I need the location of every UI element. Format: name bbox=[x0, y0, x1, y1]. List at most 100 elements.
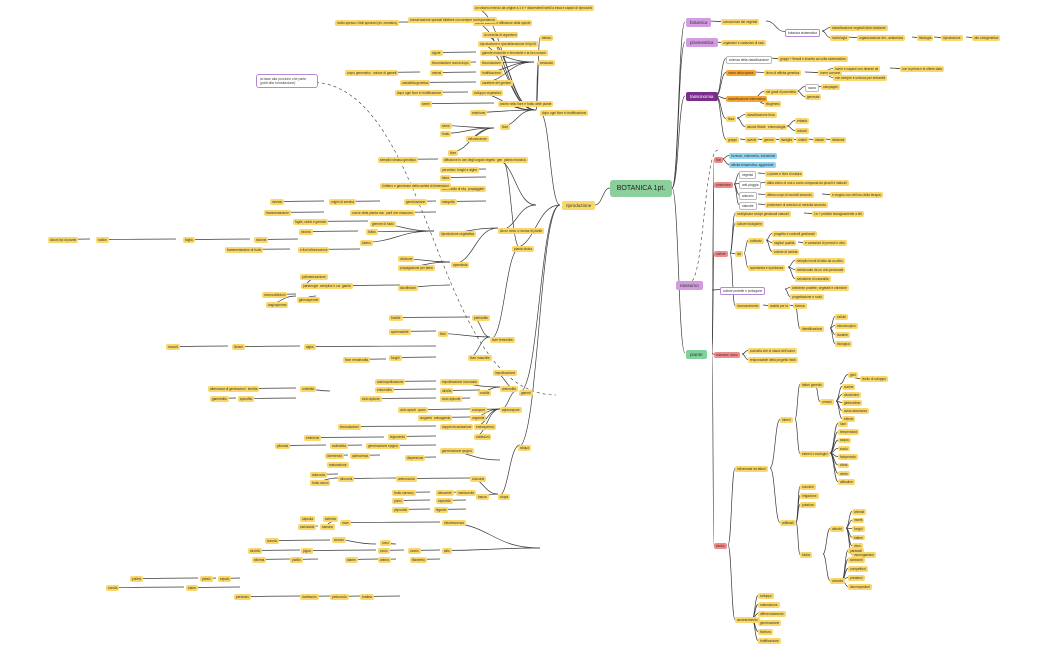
abiotico-2[interactable]: competitori bbox=[848, 566, 868, 572]
fg-a[interactable]: geni bbox=[848, 372, 859, 378]
cell-153[interactable]: petalo bbox=[200, 576, 213, 582]
cell-84[interactable]: impollinazione incrociata bbox=[440, 379, 479, 385]
esterno-5[interactable]: clima bbox=[838, 462, 850, 469]
cell-35[interactable]: da rimedio di sfuggita bbox=[440, 186, 475, 192]
cell-83[interactable]: autoimpollinazione bbox=[375, 379, 406, 385]
cell-68[interactable]: angiosperme bbox=[266, 302, 289, 308]
naturale-b-node[interactable]: naturale bbox=[739, 202, 757, 210]
cell-94[interactable]: ciclo aplonte bbox=[360, 396, 382, 402]
spontaneo-node[interactable]: spontanea e spontanea bbox=[748, 265, 786, 271]
biotico-5[interactable]: microrganismi bbox=[852, 552, 876, 558]
artificiale-1[interactable]: irrigazione bbox=[800, 493, 819, 499]
cell-126[interactable]: bacca bbox=[476, 494, 489, 500]
spont-b[interactable]: selezionate da un orto personale bbox=[795, 267, 846, 273]
cell-157[interactable]: perianzio bbox=[234, 594, 251, 600]
cell-116[interactable]: maturazione bbox=[327, 462, 349, 468]
rel-a[interactable]: curiosita che si nasce dell'uomo bbox=[748, 348, 797, 354]
cell-43[interactable]: innesto bbox=[270, 199, 285, 205]
cell-66[interactable]: monocotiledoni bbox=[262, 292, 288, 298]
cell-57[interactable]: e fiori infiorescenze bbox=[298, 247, 330, 253]
cell-72[interactable]: felci bbox=[438, 331, 448, 337]
esterno-6[interactable]: vento bbox=[838, 470, 850, 477]
cell-34[interactable]: talea bbox=[440, 175, 451, 181]
esterno-2[interactable]: acqua bbox=[838, 437, 851, 444]
gradi-parentela[interactable]: nei gradi di parentela bbox=[764, 89, 798, 95]
protezione-node[interactable]: protezione bbox=[714, 182, 733, 188]
anticiclo-c[interactable]: protezione di anticiclo di medulla secon… bbox=[765, 202, 829, 208]
scienza-classificazione[interactable]: scienza della classificazione bbox=[726, 56, 772, 64]
cell-9[interactable]: gamete maschile e femminile e la loro un… bbox=[480, 50, 548, 56]
cell-53[interactable]: foglia bbox=[183, 237, 195, 243]
cell-30[interactable]: semplici strasso genotipo bbox=[378, 157, 418, 163]
cell-61[interactable]: polimerizzazione bbox=[300, 274, 328, 280]
cell-107[interactable]: embrione bbox=[304, 435, 322, 441]
cell-65[interactable]: dicotiledoni bbox=[398, 285, 418, 291]
cell-137[interactable]: noce bbox=[340, 520, 351, 526]
colture-b[interactable]: 1a + primitivi biologicamente a tini bbox=[812, 211, 864, 217]
cell-10[interactable]: fecondazione bbox=[480, 60, 503, 66]
ricerca-node[interactable]: ricerca bbox=[793, 303, 807, 309]
cell-155[interactable]: corolla bbox=[106, 585, 120, 591]
cell-6[interactable]: stesso bbox=[540, 35, 554, 41]
cell-91[interactable]: alternanza di generazioni bbox=[208, 386, 248, 392]
cell-31[interactable]: diffusione in vari degli organi vegetati… bbox=[442, 157, 501, 163]
classificazione-sistematica[interactable]: classificazione sistematica bbox=[726, 96, 768, 102]
cell-23[interactable]: anche nello fiore e frutto delle piante bbox=[498, 101, 554, 107]
cell-140[interactable]: siconio bbox=[332, 537, 346, 543]
cell-38[interactable]: margotta bbox=[440, 199, 457, 205]
cell-74[interactable]: licheni bbox=[232, 344, 246, 350]
cell-119[interactable]: zoocoria bbox=[470, 476, 487, 482]
classificazione-flora[interactable]: classificazione flora bbox=[745, 112, 777, 118]
organizzazione-node[interactable]: organizzazione del...anatomica bbox=[857, 35, 905, 41]
cell-49[interactable]: rizoma bbox=[299, 229, 313, 235]
cell-5[interactable]: la crescita di organismi bbox=[482, 32, 519, 38]
cell-93[interactable]: gametofito bbox=[210, 396, 229, 402]
cell-69[interactable]: briofite bbox=[389, 315, 403, 321]
ormone-4[interactable]: etilene bbox=[842, 416, 856, 422]
cell-125[interactable]: indeiscente bbox=[456, 490, 477, 496]
cell-101[interactable]: isogamia bbox=[418, 415, 435, 421]
alcune-flora[interactable]: alcune filoide bbox=[745, 124, 768, 130]
cell-33[interactable]: percettori, funghi e alghe bbox=[440, 167, 480, 173]
cell-130[interactable]: peponide bbox=[392, 507, 410, 513]
abiotico-0[interactable]: parassiti bbox=[848, 548, 864, 554]
cell-21[interactable]: dopo ogni fiore in fruttificazione bbox=[540, 110, 589, 116]
ormone-3[interactable]: acido abscissico bbox=[842, 408, 870, 414]
cell-56[interactable]: frammentazione di frutto bbox=[225, 247, 264, 253]
cell-17[interactable]: variabilita genetica bbox=[400, 80, 431, 86]
cell-129[interactable]: esperidio bbox=[436, 498, 453, 504]
cell-150[interactable]: antera bbox=[378, 557, 392, 563]
ulm-node[interactable]: ulm ontogenetica bbox=[972, 35, 1001, 41]
ident-a[interactable]: cellule bbox=[835, 314, 849, 320]
cell-82[interactable]: impollinazione bbox=[493, 370, 518, 376]
cell-42[interactable]: parti che rinascono bbox=[384, 210, 415, 216]
cell-60[interactable]: apomissia bbox=[451, 262, 470, 268]
cell-81[interactable]: pianta dioica bbox=[512, 246, 534, 252]
cell-7[interactable]: riproduzione e specializzazione di tipi … bbox=[478, 41, 538, 47]
cell-62[interactable]: partenogenesi bbox=[301, 283, 326, 289]
colture-protette[interactable]: colture protette e protagone bbox=[720, 287, 766, 295]
abiotico-4[interactable]: decompositori bbox=[848, 584, 872, 590]
branch-botanica[interactable]: botanica bbox=[686, 18, 712, 27]
cell-90[interactable]: chirotterofila bbox=[238, 386, 260, 392]
colture-a[interactable]: moltiplicare ciclopi gestionali naturali bbox=[735, 211, 791, 217]
cell-143[interactable]: pigna bbox=[301, 548, 313, 554]
cell-28[interactable]: infiorescenze bbox=[466, 136, 489, 142]
cell-24[interactable]: embrione bbox=[470, 110, 488, 116]
cell-26[interactable]: seme bbox=[440, 123, 452, 129]
biotico-0[interactable]: animali bbox=[852, 509, 867, 515]
taxon-genere[interactable]: genere bbox=[762, 137, 776, 143]
erbaria-node[interactable]: erbaria bbox=[795, 118, 809, 124]
cell-39[interactable]: propaggine bbox=[466, 186, 486, 192]
influenzate-node[interactable]: influenzate da fattori bbox=[735, 466, 768, 472]
riproduzione-small[interactable]: riproduzione bbox=[941, 35, 963, 41]
cell-51[interactable]: tubero bbox=[360, 240, 374, 246]
nome-comune[interactable]: nome comune bbox=[818, 70, 843, 76]
cell-11[interactable]: zigote bbox=[430, 50, 443, 56]
cell-120[interactable]: idrocoria bbox=[338, 476, 355, 482]
cell-3[interactable]: molto spesso i titoli speciani (es. mont… bbox=[335, 20, 400, 26]
filogenesi-node[interactable]: filogenesi bbox=[764, 101, 782, 107]
cell-114[interactable]: dormienza bbox=[325, 453, 344, 459]
fattori-genetici[interactable]: fattori genetici bbox=[800, 382, 824, 388]
cell-79[interactable]: fiore femminile bbox=[490, 337, 515, 343]
